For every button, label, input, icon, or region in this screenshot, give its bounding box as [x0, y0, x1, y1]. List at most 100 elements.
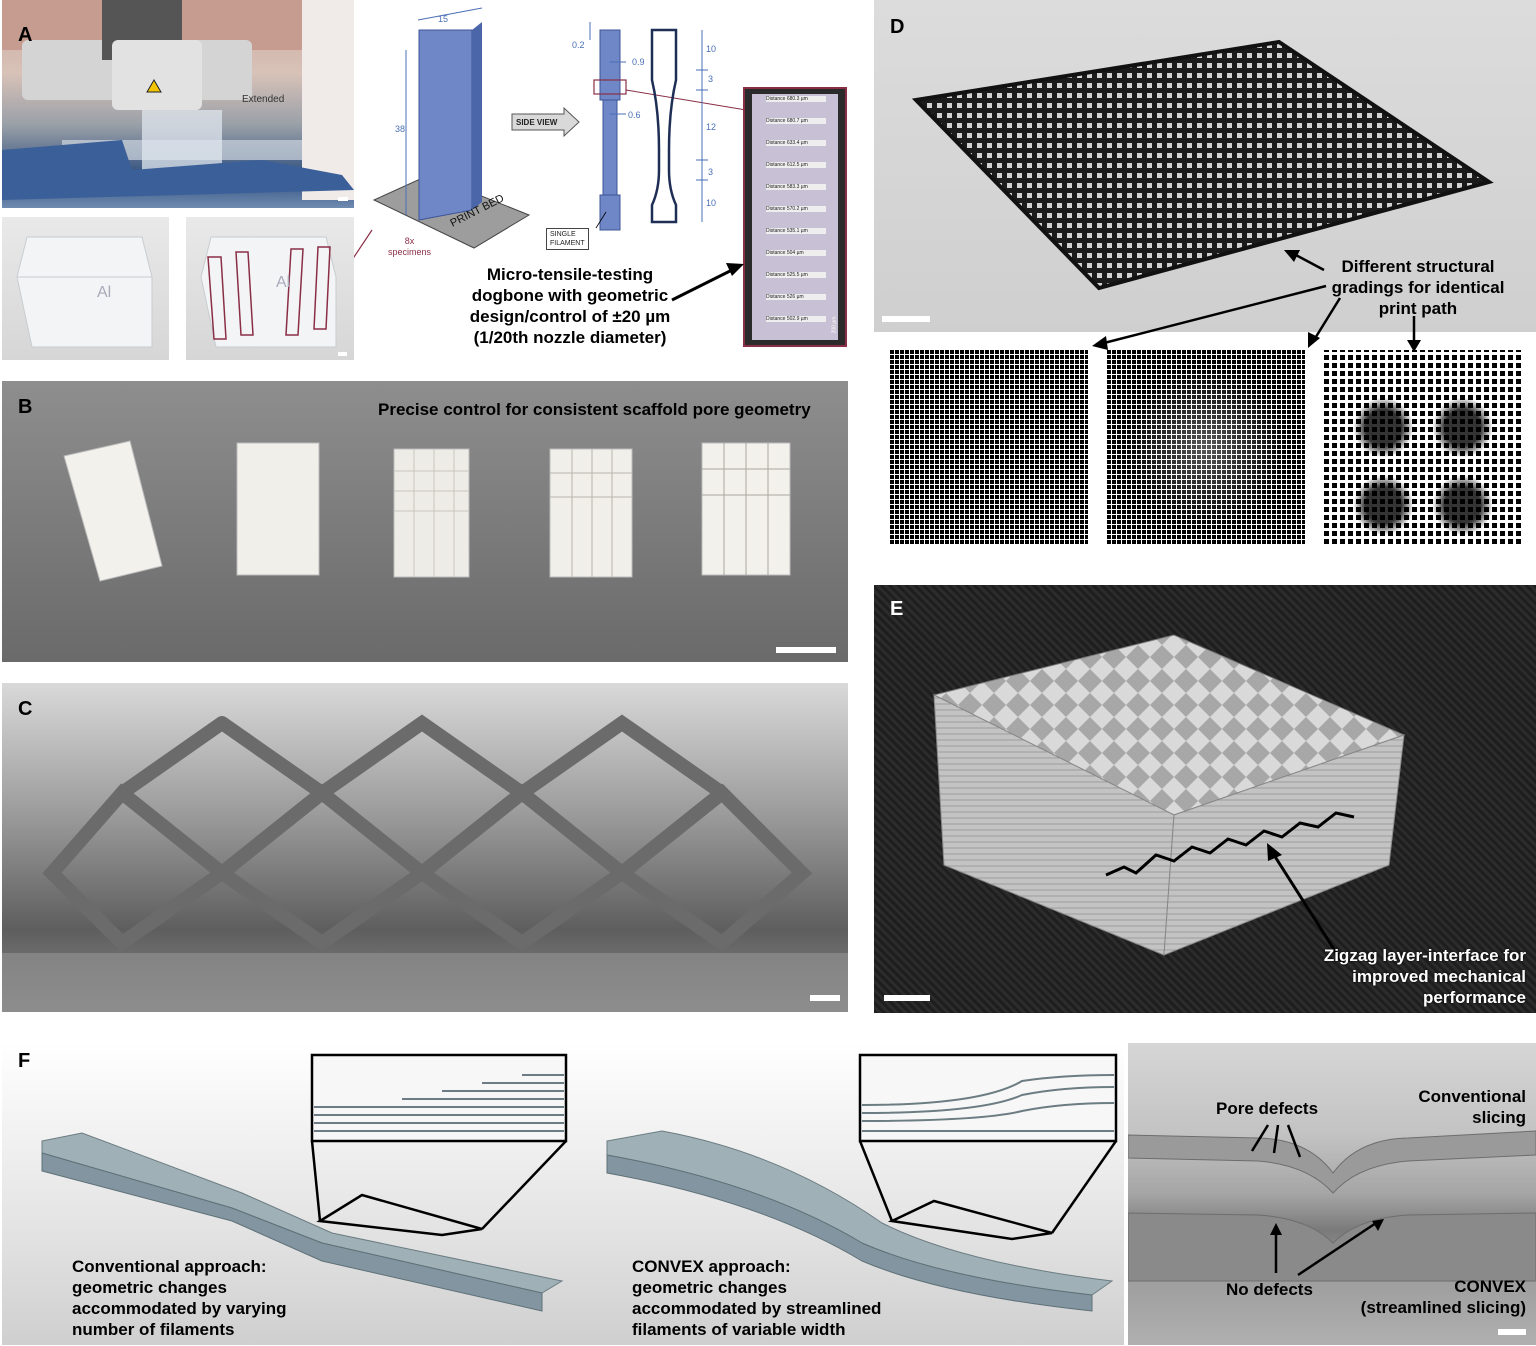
micro-distance: Distance 612.5 µm [766, 162, 826, 168]
caption-line: Micro-tensile-testing [486, 265, 654, 284]
panel-c-label: C [18, 698, 33, 720]
panel-b-label: B [18, 396, 33, 418]
caption-line: gradings for identical [1331, 278, 1505, 297]
panel-f [2, 1043, 1124, 1345]
caption-line: improved mechanical [1352, 967, 1526, 986]
dim-outline-1: 10 [706, 44, 717, 54]
printer-brand-text: Extended [242, 94, 285, 105]
caption-line: geometric changes [632, 1278, 787, 1297]
panel-c-scalebar [810, 995, 840, 1001]
dim-15: 15 [438, 14, 449, 24]
caption-line: (streamlined slicing) [1360, 1298, 1526, 1317]
micro-distance: Distance 680.3 µm [766, 96, 826, 102]
caption-line: print path [1378, 299, 1458, 318]
panel-c [2, 683, 848, 1012]
micro-distance: Distance 526 µm [766, 294, 826, 300]
caption-line: Zigzag layer-interface for [1323, 946, 1526, 965]
grading-square-3 [1324, 350, 1522, 544]
printer-photo: Extended [2, 0, 354, 208]
svg-text:Al: Al [276, 274, 290, 291]
zigzag-scaffold [932, 634, 1406, 966]
caption-line: CONVEX approach: [632, 1257, 791, 1276]
panel-d-caption: Different structural gradings for identi… [1318, 256, 1518, 319]
dim-outline-3: 12 [706, 122, 717, 132]
caption-line: Conventional [1418, 1087, 1526, 1106]
caption-line: accommodated by streamlined [632, 1299, 882, 1318]
caption-line: CONVEX [1454, 1277, 1526, 1296]
micro-distance: Distance 633.4 µm [766, 140, 826, 146]
panel-b-scalebar [776, 647, 836, 653]
panel-b [2, 381, 848, 662]
caption-line: slicing [1472, 1108, 1526, 1127]
printer-illustration [2, 0, 354, 201]
panel-a-caption: Micro-tensile-testing dogbone with geome… [450, 264, 690, 348]
side-filament [599, 29, 621, 231]
dim-0-9: 0.9 [632, 57, 645, 67]
dim-38: 38 [395, 124, 406, 134]
scaffold-row [63, 440, 791, 582]
convex-bar [606, 1130, 1114, 1312]
panel-e-label: E [890, 598, 904, 620]
micro-distance: Distance 535.1 µm [766, 228, 826, 234]
caption-line: geometric changes [72, 1278, 227, 1297]
svg-text:Al: Al [97, 284, 111, 301]
scaffold-5 [701, 442, 791, 576]
panel-d-arrows [1092, 250, 1421, 352]
micro-distance: Distance 504 µm [766, 250, 826, 256]
caption-line: filaments of variable width [632, 1320, 846, 1339]
cross-section-micrograph [1128, 1043, 1536, 1345]
caption-line: number of filaments [72, 1320, 235, 1339]
caption-line: Conventional approach: [72, 1257, 267, 1276]
micro-distance-list: Distance 680.3 µm Distance 680.7 µm Dist… [766, 96, 826, 322]
grading-square-1 [890, 350, 1088, 544]
panel-a: Extended A Al Al [0, 0, 860, 365]
panel-d-label: D [890, 16, 905, 38]
scaffold-3 [393, 448, 470, 578]
panel-e [874, 585, 1536, 1013]
caption-line: (1/20th nozzle diameter) [473, 328, 667, 347]
conventional-bar [41, 1132, 564, 1312]
dim-outline-4: 3 [708, 167, 714, 177]
dim-0-2: 0.2 [572, 40, 585, 50]
scaffold-1 [63, 440, 163, 582]
caption-line: accommodated by varying [72, 1299, 287, 1318]
panel-e-scalebar [884, 995, 930, 1001]
caption-line: performance [1423, 988, 1526, 1007]
convex-slicing-label: CONVEX (streamlined slicing) [1336, 1276, 1526, 1318]
caption-line: Different structural [1341, 257, 1495, 276]
panel-a-label: A [18, 24, 33, 46]
panel-b-caption: Precise control for consistent scaffold … [378, 400, 811, 419]
convex-caption: CONVEX approach: geometric changes accom… [632, 1256, 881, 1340]
single-filament-label: SINGLE FILAMENT [546, 228, 589, 250]
specimen-stack [418, 22, 482, 221]
cube-photo-right: Al [186, 217, 354, 360]
scaffold-2 [236, 442, 320, 576]
panel-e-caption: Zigzag layer-interface for improved mech… [1296, 945, 1526, 1008]
panel-d-scalebar [882, 316, 930, 322]
bar-renderings [41, 1053, 1118, 1312]
caption-line: design/control of ±20 µm [469, 307, 671, 326]
grid-print-photo [911, 39, 1494, 291]
grading-square-2 [1107, 350, 1305, 544]
specimens-label: 8x specimens [388, 236, 432, 257]
no-defects-label: No defects [1226, 1280, 1313, 1299]
panel-d [874, 0, 1536, 332]
dim-outline-5: 10 [706, 198, 717, 208]
caption-line: dogbone with geometric [471, 286, 669, 305]
cube-photo-left: Al [2, 217, 169, 360]
panel-f-scalebar [1498, 1329, 1526, 1335]
dogbone-diagram [354, 7, 847, 347]
conventional-slicing-label: Conventional slicing [1410, 1086, 1526, 1128]
dim-outline-2: 3 [708, 74, 714, 84]
lattice-structure [2, 714, 848, 1012]
panel-f-label: F [18, 1050, 31, 1072]
micro-distance: Distance 570.2 µm [766, 206, 826, 212]
pore-defects-label: Pore defects [1216, 1099, 1319, 1118]
side-view-label: SIDE VIEW [516, 118, 558, 127]
micro-distance: Distance 502.9 µm [766, 316, 826, 322]
dim-0-6: 0.6 [628, 110, 641, 120]
micro-distance: Distance 583.3 µm [766, 184, 826, 190]
scaffold-4 [549, 448, 633, 578]
micro-distance: Distance 680.7 µm [766, 118, 826, 124]
micro-scale-label: 200 µm [831, 316, 838, 334]
